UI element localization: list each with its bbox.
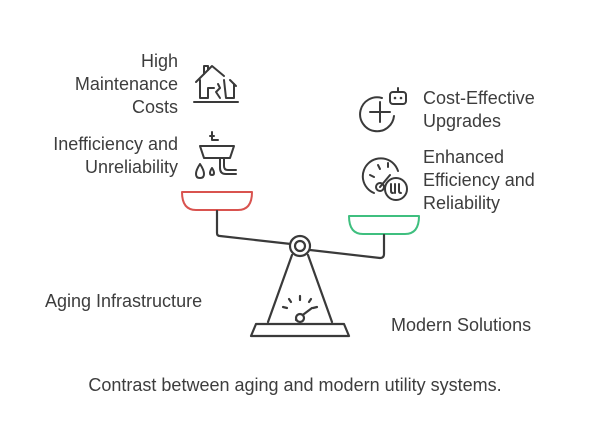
broken-house-icon <box>193 65 239 103</box>
modern-solutions-caption: Modern Solutions <box>391 315 532 335</box>
base <box>249 322 351 338</box>
right-hanger <box>308 233 386 260</box>
high-maintenance-costs-label: High Maintenance Costs <box>74 51 178 117</box>
leaking-sink-icon <box>195 131 237 179</box>
enhanced-efficiency-label: Enhanced Efficiency and Reliability <box>423 147 535 213</box>
inefficiency-label: Inefficiency and Unreliability <box>53 134 178 177</box>
left-hanger <box>215 209 293 246</box>
pivot-inner <box>293 239 307 253</box>
stand <box>266 253 334 324</box>
cost-effective-upgrades-label: Cost-Effective Upgrades <box>423 88 535 131</box>
right-pan <box>348 215 420 235</box>
base-gauge-ticks <box>281 294 319 310</box>
footer-caption: Contrast between aging and modern utilit… <box>88 375 502 395</box>
pivot-outer <box>288 234 312 258</box>
left-pan <box>181 191 253 211</box>
aging-infrastructure-caption: Aging Infrastructure <box>45 291 203 311</box>
add-robot-icon <box>359 87 407 133</box>
gauge-meter-icon <box>361 157 408 201</box>
